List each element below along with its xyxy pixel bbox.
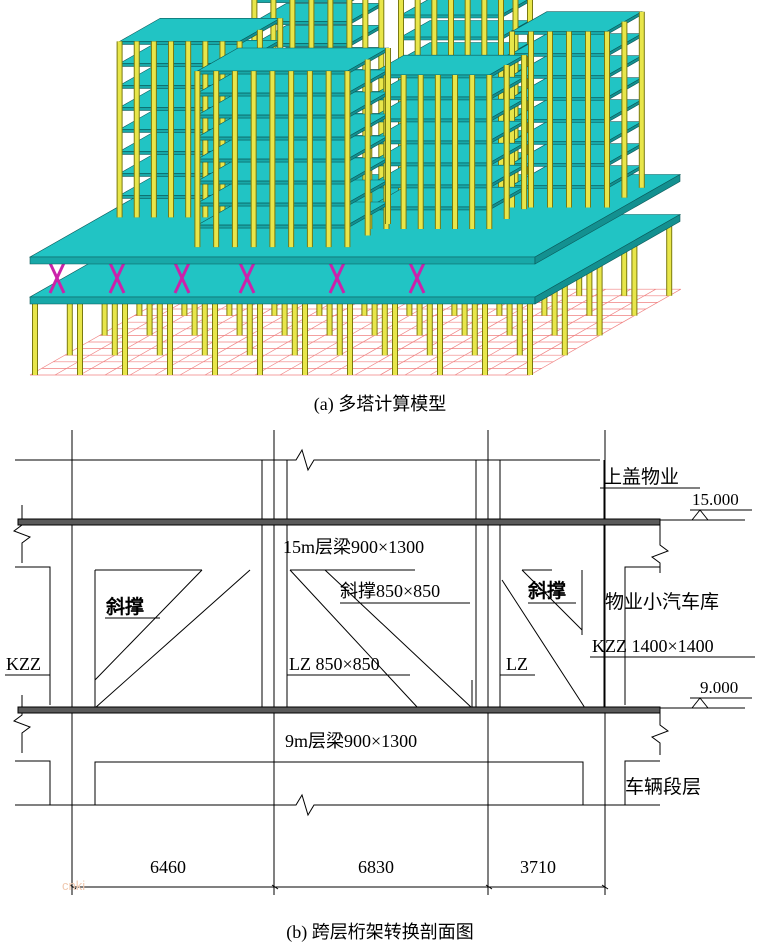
ground-grid-line	[529, 288, 681, 376]
label-brace-2: 斜撑850×850	[340, 581, 440, 601]
transfer-brace	[238, 262, 256, 294]
label-lz-850: LZ 850×850	[289, 654, 380, 674]
model-panel	[0, 0, 760, 380]
dim-bay-1: 6460	[150, 857, 186, 877]
label-vehicle-floor: 车辆段层	[625, 776, 701, 798]
transfer-brace	[173, 262, 191, 294]
label-upper-property: 上盖物业	[603, 466, 679, 488]
label-15m-beam: 15m层梁900×1300	[283, 537, 424, 557]
elevation-9: 9.000	[700, 678, 738, 697]
label-lz: LZ	[506, 654, 528, 674]
transfer-brace	[408, 262, 426, 294]
label-9m-beam: 9m层梁900×1300	[285, 731, 417, 751]
top-floor-line	[15, 448, 600, 472]
transfer-brace	[48, 262, 66, 294]
label-brace-1: 斜撑	[105, 595, 144, 618]
label-kzz-1400: KZZ 1400×1400	[592, 636, 714, 656]
bottom-floor-line	[15, 793, 660, 817]
slab-15m	[17, 518, 661, 526]
multi-tower-model-figure	[28, 0, 682, 376]
transfer-brace	[108, 262, 126, 294]
section-panel: 上盖物业 15.000 15m层梁900×1300 斜撑 斜撑850×850 斜…	[0, 425, 760, 905]
dim-bay-2: 6830	[358, 857, 394, 877]
elevation-15: 15.000	[692, 490, 739, 509]
caption-a: (a) 多塔计算模型	[313, 394, 447, 414]
watermark: cnki	[62, 878, 86, 893]
dim-bay-3: 3710	[520, 857, 556, 877]
caption-b: (b) 跨层桁架转换剖面图	[286, 922, 474, 942]
slab-9m	[17, 706, 661, 714]
label-garage: 物业小汽车库	[605, 591, 719, 613]
transfer-brace	[328, 262, 346, 294]
label-kzz-left: KZZ	[6, 654, 41, 674]
label-brace-3: 斜撑	[527, 579, 566, 602]
truss-section-drawing: 上盖物业 15.000 15m层梁900×1300 斜撑 斜撑850×850 斜…	[5, 430, 755, 895]
